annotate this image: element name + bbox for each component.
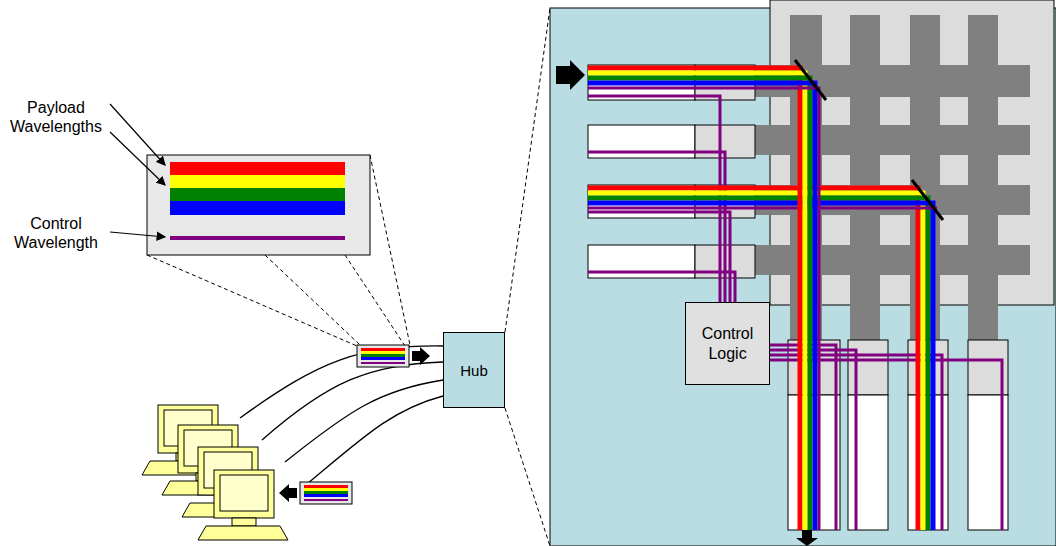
callout-label: Control Wavelength	[4, 214, 108, 252]
input-arrow	[556, 60, 585, 90]
leader-lines	[110, 104, 165, 237]
hub-box: Hub	[443, 332, 505, 408]
node-label: Control Logic	[690, 324, 765, 364]
zoom-lines	[147, 8, 550, 546]
hub-interior	[550, 8, 1056, 546]
control-logic-box: Control Logic	[685, 302, 770, 385]
computers	[142, 405, 288, 540]
wavelength-bundle	[588, 68, 819, 530]
callout-label: Payload Wavelengths	[4, 98, 108, 136]
control-wires	[588, 96, 1002, 530]
cables	[240, 346, 443, 490]
packet	[357, 345, 430, 367]
mirror	[795, 60, 943, 220]
crossbar-grid	[755, 15, 1030, 340]
wavelength-bundle	[588, 188, 937, 530]
node-label: Hub	[460, 361, 488, 380]
wavelength-stripes	[170, 162, 345, 240]
output-arrow	[796, 530, 818, 546]
wavelength-inset	[147, 155, 370, 255]
packet	[279, 482, 352, 504]
ports	[588, 65, 1008, 530]
